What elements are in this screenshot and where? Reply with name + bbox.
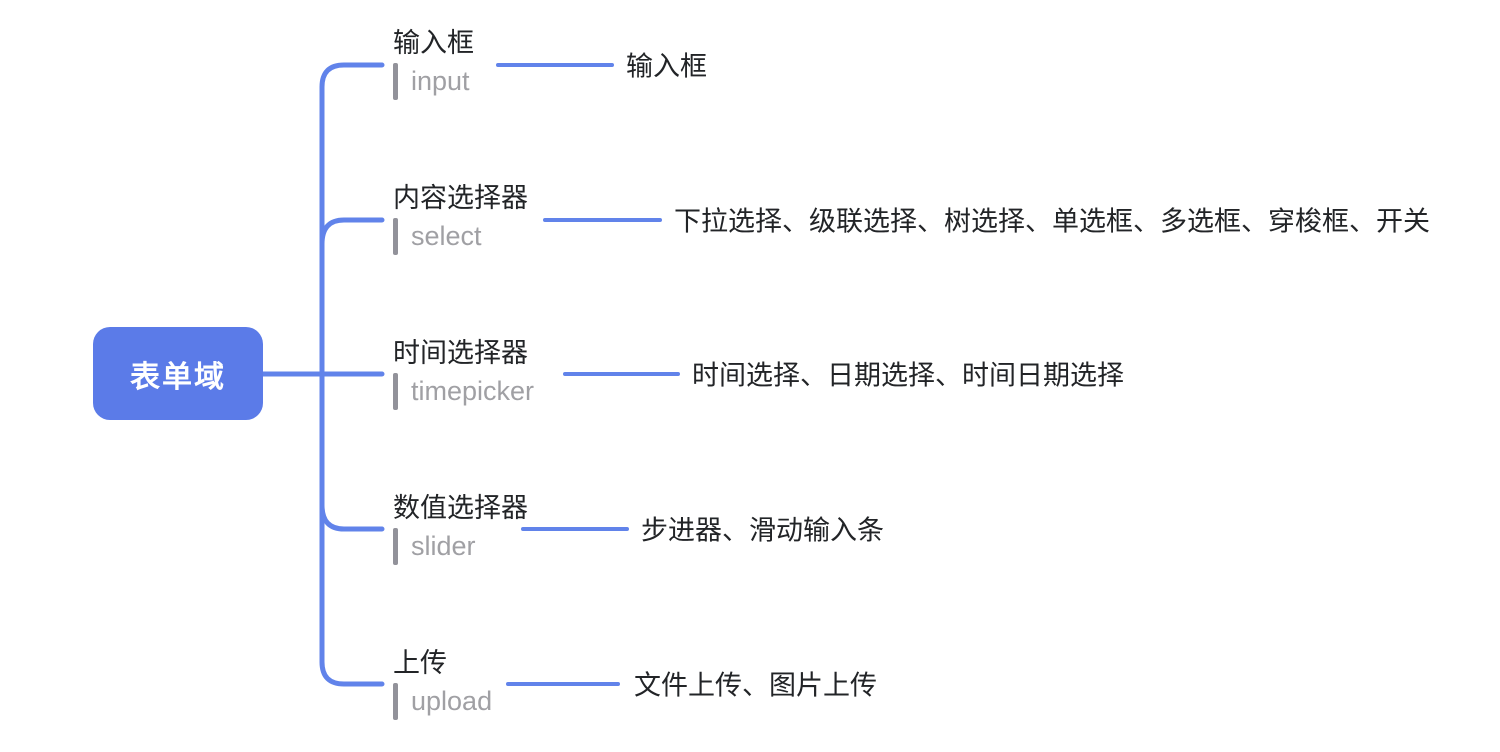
label-divider-bar [393, 63, 398, 100]
branch-code: timepicker [411, 376, 535, 406]
branch-title: 数值选择器 [393, 493, 528, 523]
branch-node-upload[interactable]: 上传 upload [393, 645, 492, 721]
label-divider-bar [393, 528, 398, 565]
leaf-node-select-items[interactable]: 下拉选择、级联选择、树选择、单选框、多选框、穿梭框、开关 [674, 206, 1430, 237]
root-node[interactable]: 表单域 [93, 327, 263, 420]
branch-title: 输入框 [393, 28, 474, 58]
branch-title: 内容选择器 [393, 183, 528, 213]
label-divider-bar [393, 683, 398, 720]
label-divider-bar [393, 373, 398, 410]
branch-code: select [411, 221, 482, 251]
branch-title: 上传 [393, 648, 447, 678]
leaf-node-upload-items[interactable]: 文件上传、图片上传 [634, 670, 877, 701]
branch-title: 时间选择器 [393, 338, 528, 368]
branch-node-select[interactable]: 内容选择器 select [393, 180, 528, 256]
branch-code: input [411, 66, 470, 96]
leaf-node-slider-items[interactable]: 步进器、滑动输入条 [641, 515, 884, 546]
branch-node-timepicker[interactable]: 时间选择器 timepicker [393, 335, 534, 411]
branch-code: upload [411, 686, 493, 716]
branch-4-elbow [319, 502, 385, 532]
leaf-node-timepicker-items[interactable]: 时间选择、日期选择、时间日期选择 [692, 360, 1124, 391]
root-node-label: 表单域 [130, 360, 226, 394]
label-divider-bar [393, 218, 398, 255]
leaf-node-input-items[interactable]: 输入框 [626, 51, 707, 82]
branch-node-slider[interactable]: 数值选择器 slider [393, 490, 528, 566]
branch-node-input[interactable]: 输入框 input [393, 25, 474, 101]
branch-code: slider [411, 531, 476, 561]
spine-connector [319, 62, 385, 687]
branch-2-elbow [319, 217, 385, 247]
